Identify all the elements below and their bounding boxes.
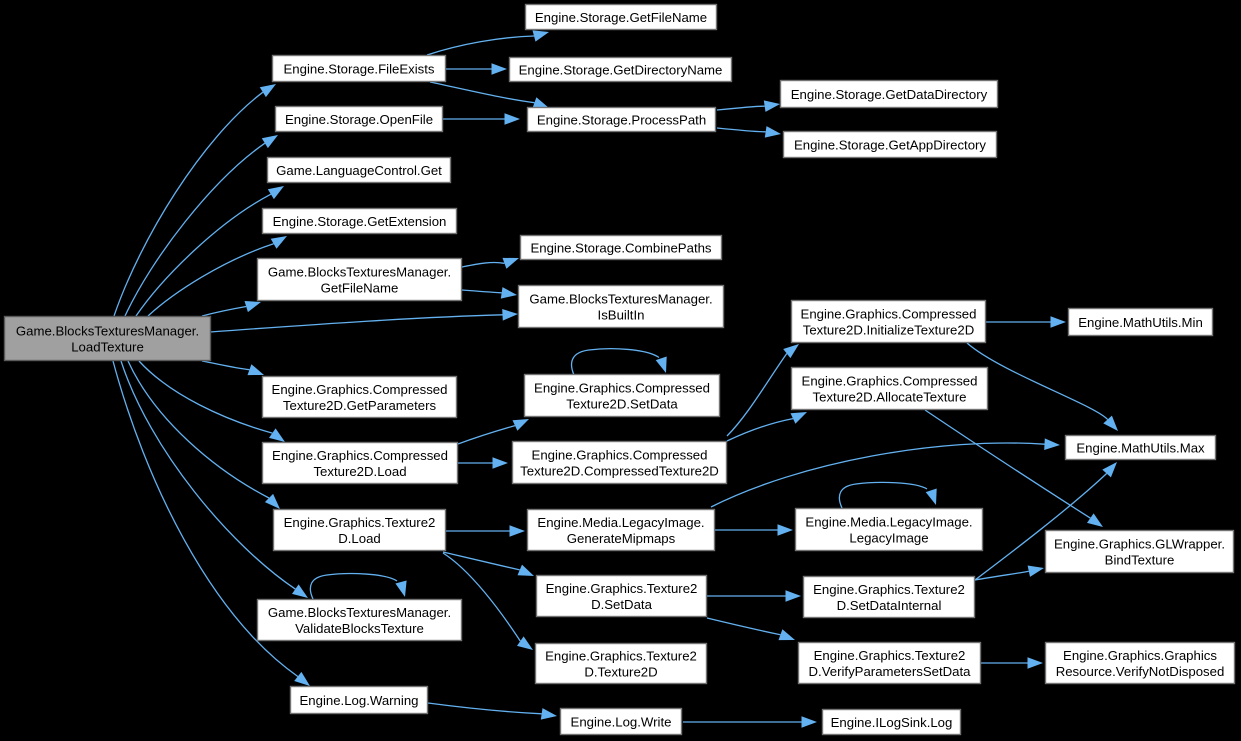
svg-text:ValidateBlocksTexture: ValidateBlocksTexture bbox=[295, 621, 424, 636]
svg-text:Texture2D.CompressedTexture2D: Texture2D.CompressedTexture2D bbox=[520, 463, 719, 478]
svg-text:Engine.Graphics.Compressed: Engine.Graphics.Compressed bbox=[532, 447, 708, 462]
svg-text:Engine.Storage.FileExists: Engine.Storage.FileExists bbox=[284, 61, 435, 76]
svg-text:GetFileName: GetFileName bbox=[321, 280, 399, 295]
svg-text:Engine.Graphics.Texture2: Engine.Graphics.Texture2 bbox=[284, 515, 436, 530]
svg-text:LoadTexture: LoadTexture bbox=[71, 339, 144, 354]
svg-text:D.SetData: D.SetData bbox=[591, 597, 653, 612]
svg-text:Game.BlocksTexturesManager.: Game.BlocksTexturesManager. bbox=[529, 291, 712, 306]
svg-text:D.VerifyParametersSetData: D.VerifyParametersSetData bbox=[809, 664, 972, 679]
svg-text:Engine.Graphics.Texture2: Engine.Graphics.Texture2 bbox=[813, 582, 965, 597]
svg-text:Game.LanguageControl.Get: Game.LanguageControl.Get bbox=[276, 163, 442, 178]
svg-text:GenerateMipmaps: GenerateMipmaps bbox=[567, 531, 676, 546]
svg-text:Game.BlocksTexturesManager.: Game.BlocksTexturesManager. bbox=[268, 264, 451, 279]
svg-text:Engine.Graphics.Compressed: Engine.Graphics.Compressed bbox=[534, 380, 710, 395]
svg-text:Texture2D.SetData: Texture2D.SetData bbox=[566, 396, 678, 411]
svg-text:Engine.Graphics.Compressed: Engine.Graphics.Compressed bbox=[272, 382, 448, 397]
svg-text:BindTexture: BindTexture bbox=[1105, 552, 1175, 567]
svg-text:Engine.Media.LegacyImage.: Engine.Media.LegacyImage. bbox=[805, 514, 972, 529]
svg-text:Engine.Storage.GetExtension: Engine.Storage.GetExtension bbox=[273, 214, 447, 229]
svg-text:D.Load: D.Load bbox=[338, 531, 381, 546]
svg-text:IsBuiltIn: IsBuiltIn bbox=[598, 307, 645, 322]
svg-text:Engine.Media.LegacyImage.: Engine.Media.LegacyImage. bbox=[537, 515, 704, 530]
svg-text:Engine.Storage.GetDataDirector: Engine.Storage.GetDataDirectory bbox=[791, 87, 988, 102]
svg-text:Engine.MathUtils.Max: Engine.MathUtils.Max bbox=[1076, 440, 1205, 455]
svg-text:Engine.Graphics.Texture2: Engine.Graphics.Texture2 bbox=[545, 648, 697, 663]
svg-text:Engine.Graphics.Compressed: Engine.Graphics.Compressed bbox=[801, 306, 977, 321]
svg-text:Resource.VerifyNotDisposed: Resource.VerifyNotDisposed bbox=[1056, 664, 1225, 679]
svg-text:Engine.Graphics.Compressed: Engine.Graphics.Compressed bbox=[802, 373, 978, 388]
svg-text:Engine.Graphics.GLWrapper.: Engine.Graphics.GLWrapper. bbox=[1054, 536, 1225, 551]
svg-text:Game.BlocksTexturesManager.: Game.BlocksTexturesManager. bbox=[16, 323, 199, 338]
svg-text:Engine.Graphics.Graphics: Engine.Graphics.Graphics bbox=[1063, 648, 1217, 663]
svg-text:D.Texture2D: D.Texture2D bbox=[584, 664, 657, 679]
svg-text:Engine.ILogSink.Log: Engine.ILogSink.Log bbox=[831, 715, 953, 730]
svg-text:Texture2D.AllocateTexture: Texture2D.AllocateTexture bbox=[813, 389, 967, 404]
svg-text:Engine.Storage.GetFileName: Engine.Storage.GetFileName bbox=[535, 10, 707, 25]
svg-text:Engine.Storage.ProcessPath: Engine.Storage.ProcessPath bbox=[537, 112, 706, 127]
svg-text:Texture2D.GetParameters: Texture2D.GetParameters bbox=[283, 398, 437, 413]
svg-text:Engine.Storage.OpenFile: Engine.Storage.OpenFile bbox=[285, 112, 433, 127]
svg-text:LegacyImage: LegacyImage bbox=[849, 530, 928, 545]
svg-text:Engine.Storage.GetDirectoryNam: Engine.Storage.GetDirectoryName bbox=[519, 62, 723, 77]
svg-text:D.SetDataInternal: D.SetDataInternal bbox=[837, 598, 942, 613]
svg-text:Engine.MathUtils.Min: Engine.MathUtils.Min bbox=[1078, 315, 1203, 330]
svg-text:Texture2D.InitializeTexture2D: Texture2D.InitializeTexture2D bbox=[803, 322, 975, 337]
svg-text:Engine.Graphics.Texture2: Engine.Graphics.Texture2 bbox=[814, 648, 966, 663]
svg-text:Engine.Log.Warning: Engine.Log.Warning bbox=[299, 693, 418, 708]
svg-text:Texture2D.Load: Texture2D.Load bbox=[313, 464, 406, 479]
svg-text:Engine.Graphics.Texture2: Engine.Graphics.Texture2 bbox=[546, 581, 698, 596]
svg-text:Engine.Storage.GetAppDirectory: Engine.Storage.GetAppDirectory bbox=[794, 137, 986, 152]
svg-text:Engine.Graphics.Compressed: Engine.Graphics.Compressed bbox=[272, 448, 448, 463]
svg-text:Engine.Log.Write: Engine.Log.Write bbox=[571, 714, 672, 729]
svg-text:Engine.Storage.CombinePaths: Engine.Storage.CombinePaths bbox=[530, 240, 711, 255]
svg-text:Game.BlocksTexturesManager.: Game.BlocksTexturesManager. bbox=[268, 605, 451, 620]
